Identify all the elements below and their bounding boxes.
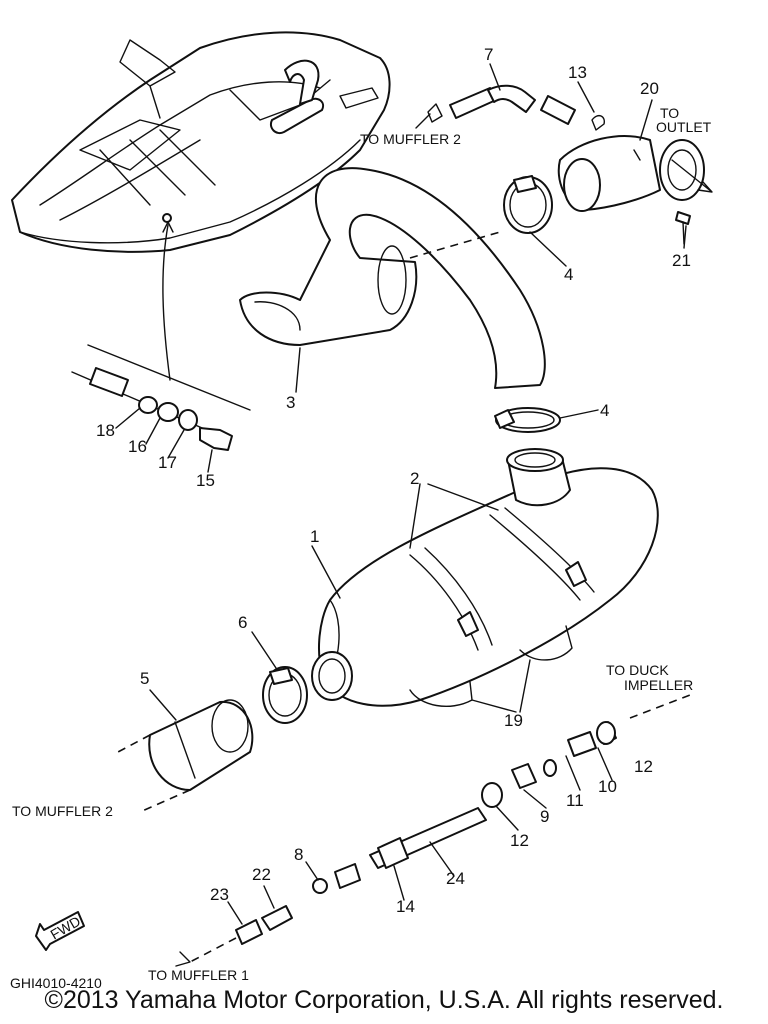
label-to-duck-2: IMPELLER (624, 677, 693, 693)
callout-8: 8 (294, 845, 303, 864)
hose-5 (117, 699, 254, 813)
part-code: GHI4010-4210 (10, 975, 102, 991)
callout-14: 14 (396, 897, 415, 916)
callout-24: 24 (446, 869, 465, 888)
callout-19: 19 (504, 711, 523, 730)
label-to-duck-1: TO DUCK (606, 662, 669, 678)
callout-4-lower: 4 (600, 401, 609, 420)
callout-12-right: 12 (634, 757, 653, 776)
label-to-muffler-1: TO MUFFLER 1 (148, 967, 249, 983)
callout-9: 9 (540, 807, 549, 826)
copyright-notice: ©2013 Yamaha Motor Corporation, U.S.A. A… (44, 986, 724, 1014)
callout-16: 16 (128, 437, 147, 456)
callout-7: 7 (484, 45, 493, 64)
direction-labels: TO MUFFLER 2 TO OUTLET TO DUCK IMPELLER … (10, 105, 712, 991)
top-hose-and-outlet (427, 84, 713, 245)
clamp-lower (494, 407, 561, 433)
callout-6: 6 (238, 613, 247, 632)
callout-3: 3 (286, 393, 295, 412)
hose-fitting-assembly (71, 344, 251, 451)
callout-15: 15 (196, 471, 215, 490)
fitting-arrow (162, 224, 171, 381)
callout-1: 1 (310, 527, 319, 546)
label-to-muffler-2-top: TO MUFFLER 2 (360, 131, 461, 147)
clamp-6 (262, 666, 308, 724)
callout-22: 22 (252, 865, 271, 884)
lower-hose-fittings (175, 694, 691, 967)
callout-12-left: 12 (510, 831, 529, 850)
callout-11: 11 (566, 791, 584, 810)
callout-21: 21 (672, 251, 691, 270)
leader-lines (115, 63, 687, 925)
muffler-body (311, 448, 659, 707)
callout-10: 10 (598, 777, 617, 796)
clamp-upper (503, 175, 553, 234)
callout-numbers: 1 2 3 4 4 5 6 7 8 9 10 11 12 12 13 14 15… (96, 45, 691, 916)
fwd-arrow-icon: FWD (35, 911, 85, 951)
callout-13: 13 (568, 63, 587, 82)
callout-20: 20 (640, 79, 659, 98)
watercraft-drawing (11, 31, 391, 253)
label-to-outlet-2: OUTLET (656, 119, 712, 135)
callout-23: 23 (210, 885, 229, 904)
callout-17: 17 (158, 453, 177, 472)
callout-4-upper: 4 (564, 265, 573, 284)
label-to-muffler-2-left: TO MUFFLER 2 (12, 803, 113, 819)
callout-18: 18 (96, 421, 115, 440)
callout-5: 5 (140, 669, 149, 688)
label-to-outlet-1: TO (660, 105, 679, 121)
callout-2: 2 (410, 469, 419, 488)
exhaust-elbow-pipe (239, 167, 546, 389)
